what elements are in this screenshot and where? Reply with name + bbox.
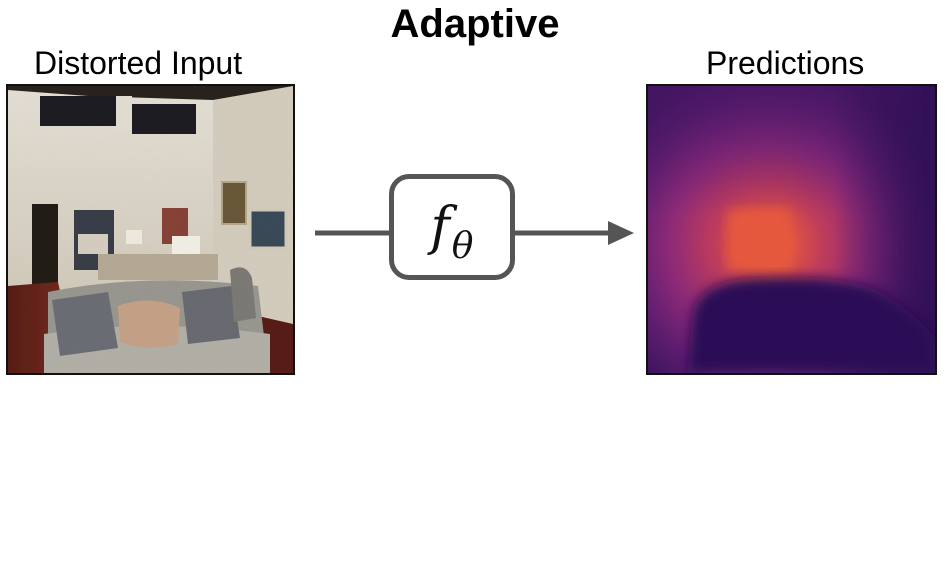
flow-connector <box>315 221 634 245</box>
model-function-block: fθ <box>389 174 515 280</box>
diagram-title: Adaptive <box>390 2 560 46</box>
depth-map-illustration <box>648 86 935 373</box>
predictions-heatmap <box>646 84 937 375</box>
function-subscript: θ <box>451 226 474 267</box>
arrow-head-icon <box>608 221 634 245</box>
predictions-label: Predictions <box>706 45 865 81</box>
distorted-input-image <box>6 84 295 375</box>
input-label: Distorted Input <box>34 45 243 81</box>
room-illustration <box>8 86 293 373</box>
function-symbol: fθ <box>430 197 474 267</box>
